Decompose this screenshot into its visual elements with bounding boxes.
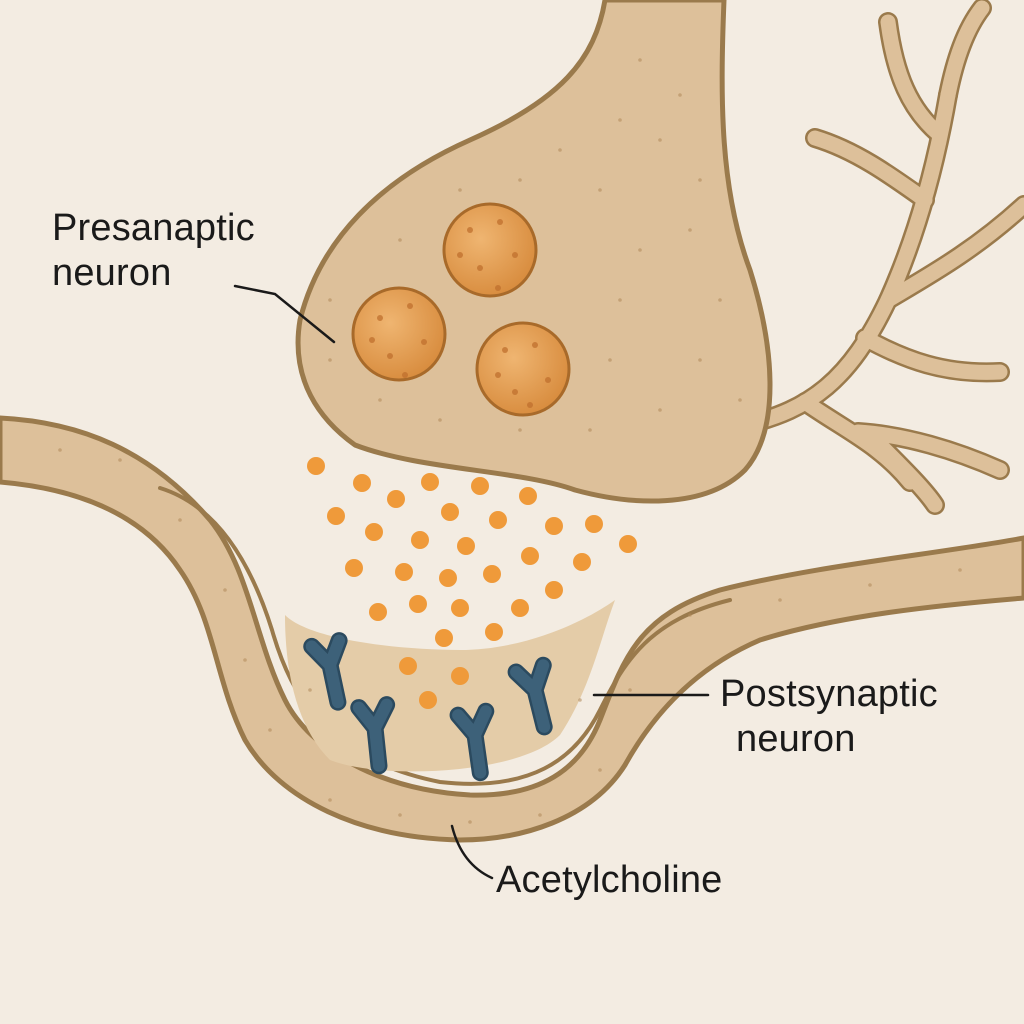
- synaptic-vesicles: [351, 202, 571, 417]
- leader-line-presynaptic: [233, 284, 336, 344]
- vesicle: [442, 202, 538, 298]
- membrane-stipple: [58, 58, 962, 824]
- receptor-icon: [507, 656, 553, 736]
- vesicle: [351, 286, 447, 382]
- postsynaptic-membrane: [0, 415, 1024, 843]
- acetylcholine-label: Acetylcholine: [496, 858, 723, 903]
- receptor-icon: [350, 696, 396, 775]
- presynaptic-label-line1: Presanaptic: [52, 207, 255, 249]
- receptors: [303, 632, 553, 782]
- presynaptic-neuron-label: Presanaptic neuron: [52, 206, 255, 296]
- acetylcholine-label-text: Acetylcholine: [496, 859, 723, 901]
- leader-lines: [233, 284, 710, 880]
- vesicle: [475, 321, 571, 417]
- receptor-icon: [303, 632, 348, 711]
- postsynaptic-inner-membrane: [158, 486, 732, 786]
- postsynaptic-label-line1: Postsynaptic: [720, 673, 938, 715]
- receptor-icon: [449, 702, 495, 782]
- presynaptic-label-line2: neuron: [52, 251, 172, 294]
- postsynaptic-neuron-label: Postsynaptic neuron: [720, 672, 938, 762]
- postsynaptic-label-line2: neuron: [736, 717, 856, 760]
- acetylcholine-molecules: [307, 457, 637, 709]
- leader-line-acetylcholine: [450, 824, 494, 880]
- dendrite-branches: [735, 0, 1024, 515]
